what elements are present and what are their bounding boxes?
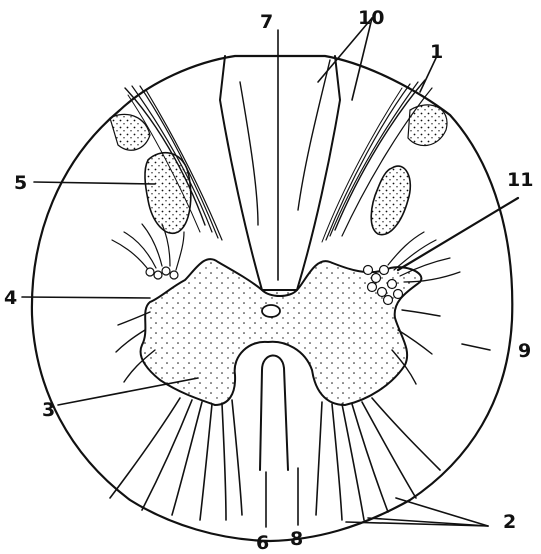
label-1: 1 — [430, 41, 443, 63]
dorsal-horn-neurons-right — [364, 232, 461, 305]
posterior-columns — [220, 56, 340, 296]
label-9: 9 — [518, 340, 531, 362]
ventral-roots-left — [110, 398, 242, 520]
label-8: 8 — [290, 528, 303, 550]
leader-lines — [22, 18, 518, 527]
label-3: 3 — [42, 399, 55, 421]
label-11: 11 — [507, 169, 533, 191]
label-4: 4 — [4, 287, 17, 309]
label-2: 2 — [503, 511, 516, 533]
central-canal — [262, 305, 280, 317]
label-7: 7 — [260, 11, 273, 33]
label-10: 10 — [358, 7, 384, 29]
ventral-roots-right — [316, 398, 440, 520]
substantia-gelatinosa-left — [145, 153, 191, 234]
label-5: 5 — [14, 172, 27, 194]
anterior-median-fissure — [260, 355, 288, 470]
substantia-gelatinosa-right — [371, 166, 410, 235]
label-6: 6 — [256, 532, 269, 554]
